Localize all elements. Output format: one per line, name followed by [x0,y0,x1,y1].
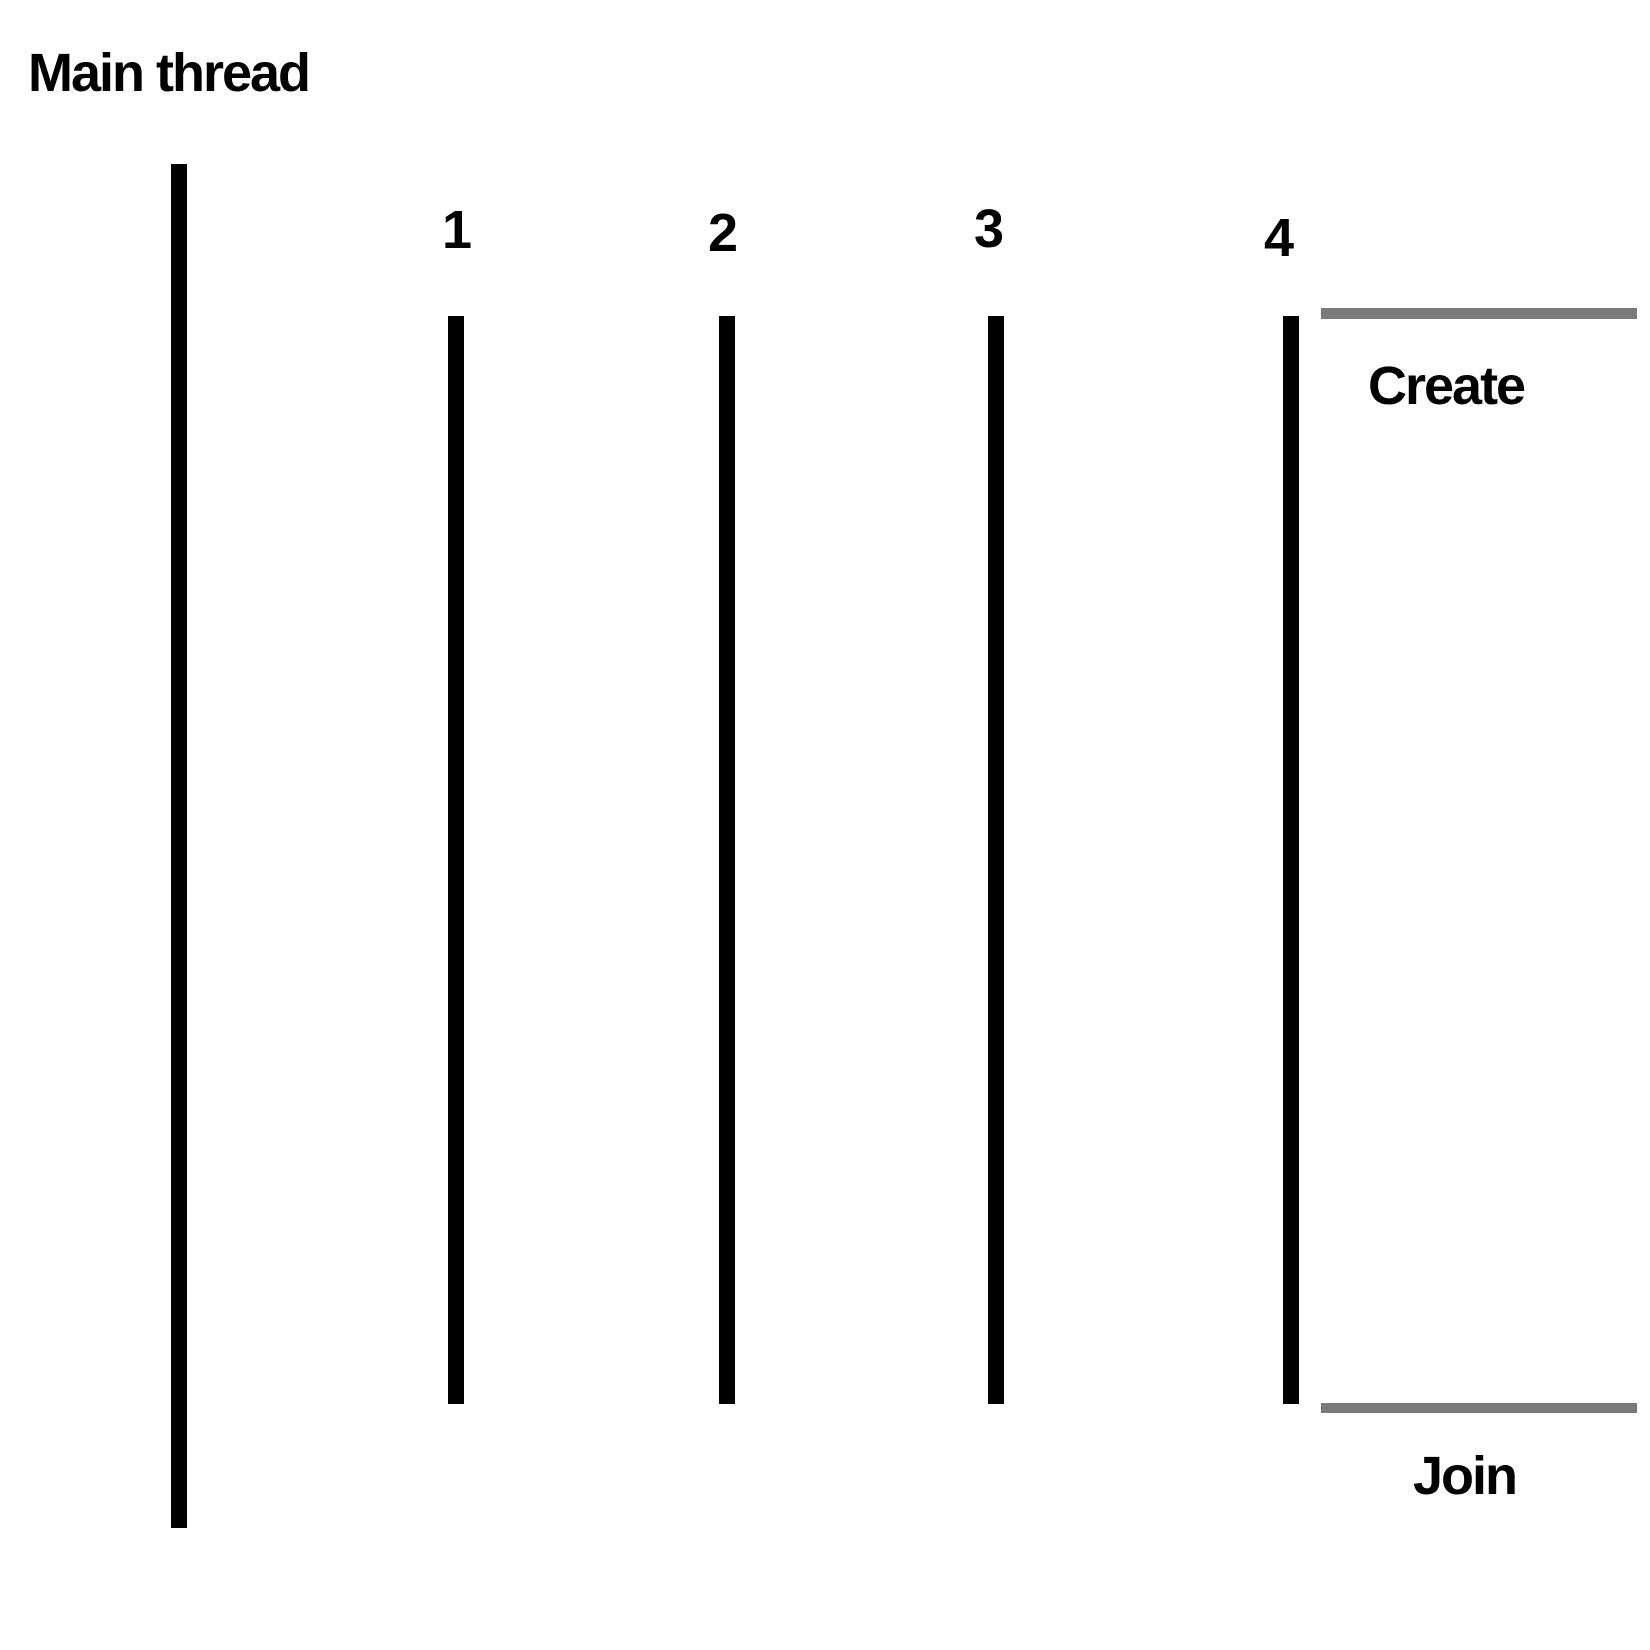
join-bracket-line [1321,1403,1637,1413]
thread-2-line [719,316,735,1404]
main-thread-line [171,164,187,1528]
thread-1-label: 1 [442,200,472,260]
join-label: Join [1413,1446,1518,1506]
thread-3-line [988,316,1004,1404]
thread-4-label: 4 [1264,208,1294,268]
main-thread-label: Main thread [28,43,311,103]
thread-3-label: 3 [974,199,1004,259]
thread-4-line [1283,316,1299,1404]
thread-1-line [448,316,464,1404]
create-bracket-line [1321,308,1637,319]
create-label: Create [1368,356,1526,416]
thread-2-label: 2 [708,203,738,263]
